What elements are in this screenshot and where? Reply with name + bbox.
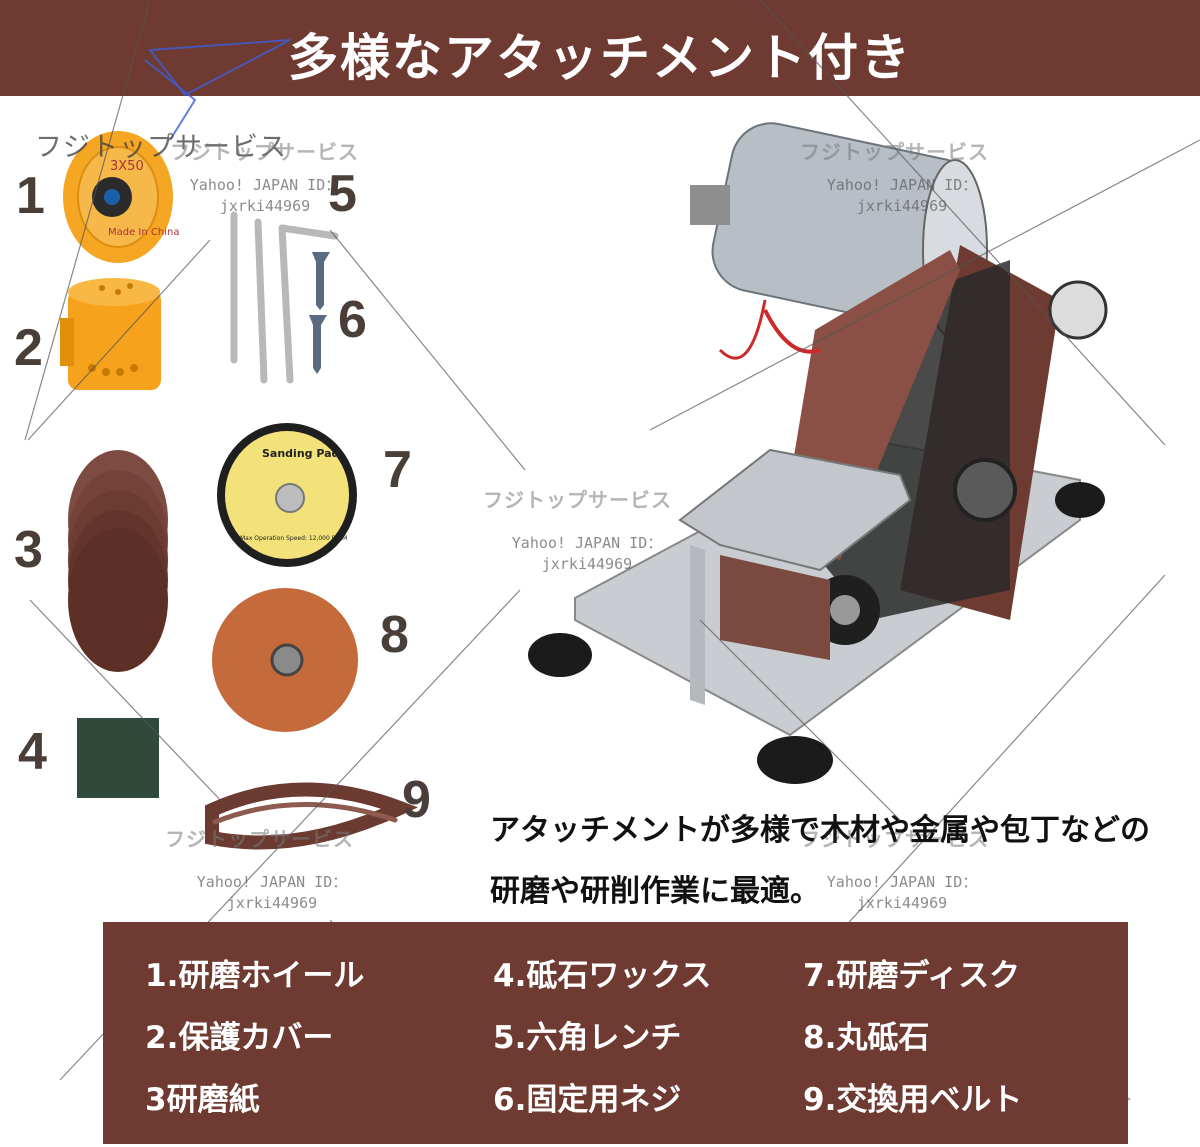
watermark-id: Yahoo! JAPAN ID：jxrki44969 [826, 176, 978, 215]
watermark-brand: フジトップサービス [800, 140, 989, 164]
legend-item: 1.研磨ホイール [145, 958, 365, 994]
legend-item: 4.砥石ワックス [493, 958, 712, 994]
watermark-id: Yahoo! JAPAN ID：jxrki44969 [511, 534, 663, 573]
grinding-stone-image [212, 588, 358, 732]
watermark-id: Yahoo! JAPAN ID：jxrki44969 [196, 873, 348, 912]
watermark-logo [144, 39, 291, 141]
belt-grinder-machine-image [528, 122, 1108, 784]
protective-cover-image [60, 278, 161, 390]
part-number-8: 8 [380, 606, 409, 664]
part-number-4: 4 [18, 723, 47, 781]
watermark-brand: フジトップサービス [483, 488, 672, 512]
watermark-brand: フジトップサービス [35, 132, 287, 163]
wheel-text: 3X50 [110, 159, 144, 174]
screws-image [309, 252, 330, 374]
part-number-1: 1 [16, 167, 45, 225]
sandpaper-discs-image [68, 450, 168, 672]
description-line-2: 研磨や研削作業に最適。 [490, 874, 820, 909]
part-number-9: 9 [402, 771, 431, 829]
pad-title: Sanding Pad [262, 447, 339, 460]
hex-wrench-image [230, 211, 339, 384]
part-number-6: 6 [338, 291, 367, 349]
replacement-belts-image [205, 782, 418, 850]
legend-item: 5.六角レンチ [493, 1020, 682, 1056]
polishing-wheel-image: 3X50 Made In China [63, 131, 179, 263]
watermark-id: Yahoo! JAPAN ID：jxrki44969 [826, 873, 978, 912]
legend-item: 8.丸砥石 [803, 1020, 930, 1056]
pad-spec: Max Operation Speed: 12,000 R.P.M [240, 535, 347, 542]
title-banner: 多様なアタッチメント付き [0, 0, 1200, 96]
wheel-subtext: Made In China [108, 227, 179, 238]
part-number-2: 2 [14, 319, 43, 377]
part-number-5: 5 [328, 165, 357, 223]
polishing-wax-image [77, 718, 159, 798]
watermark-brand: フジトップサービス [800, 827, 989, 851]
description-line-1: アタッチメントが多様で木材や金属や包丁などの [490, 813, 1150, 848]
sanding-pad-image: Sanding Pad Max Operation Speed: 12,000 … [217, 423, 357, 567]
legend-item: 3研磨紙 [145, 1082, 260, 1118]
part-number-3: 3 [14, 521, 43, 579]
watermark-brand: フジトップサービス [165, 827, 354, 851]
legend-item: 9.交換用ベルト [803, 1082, 1023, 1118]
part-number-7: 7 [383, 441, 412, 499]
legend-item: 6.固定用ネジ [493, 1082, 682, 1118]
legend-item: 2.保護カバー [145, 1020, 334, 1056]
watermark-brand: フジトップサービス [170, 140, 359, 164]
banner-title: 多様なアタッチメント付き [288, 29, 912, 87]
watermark-id: Yahoo! JAPAN ID：jxrki44969 [189, 176, 341, 215]
parts-legend: 1.研磨ホイール 2.保護カバー 3研磨紙 4.砥石ワックス 5.六角レンチ 6… [103, 922, 1128, 1144]
legend-item: 7.研磨ディスク [803, 958, 1021, 994]
